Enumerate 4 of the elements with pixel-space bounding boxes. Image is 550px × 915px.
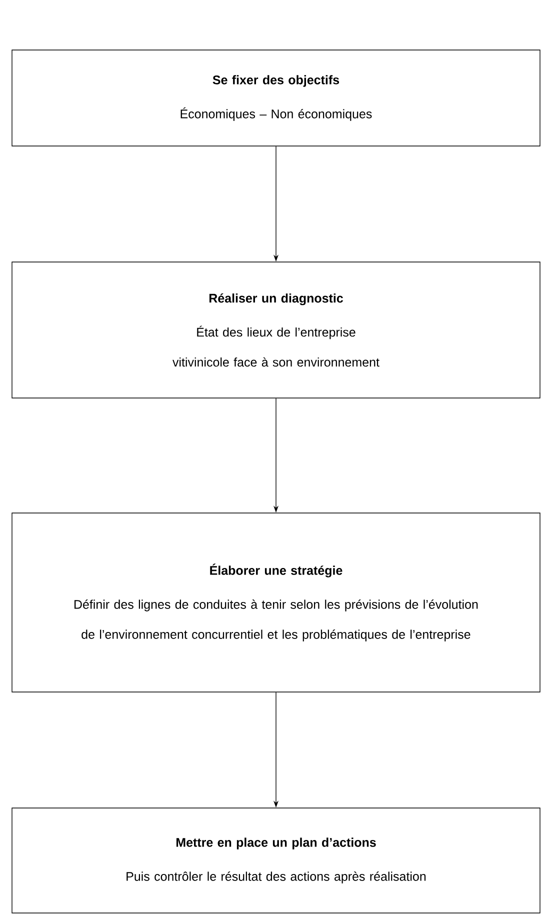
process-box: Se fixer des objectifs Économiques – Non économiques — [12, 50, 540, 146]
process-box: Mettre en place un plan d’actions Puis contrôler le résultat des actions après réalisation — [12, 808, 540, 914]
process-box: Réaliser un diagnostic État des lieux de l’entreprise vitivinicole face à son environnement — [12, 262, 540, 398]
process-box: Élaborer une stratégie Définir des lignes de conduites à tenir selon les prévisions de l’évolution de l’environnement concurrentiel et les problématiques de l’entreprise — [12, 512, 540, 692]
